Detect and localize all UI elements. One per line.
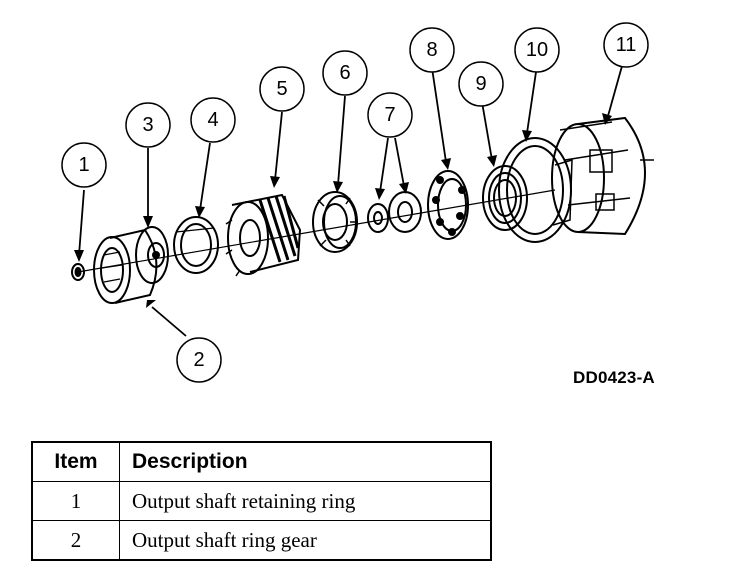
callout-circle-2	[176, 337, 222, 383]
leader-line-1	[78, 189, 85, 256]
part-7-bearings	[367, 191, 422, 233]
leader-line-4	[199, 142, 211, 211]
callout-circle-10	[514, 27, 560, 73]
callout-label-2: 2	[193, 349, 204, 371]
column-header-description: Description	[119, 441, 492, 482]
arrowhead-10	[522, 130, 532, 142]
part-6-sun-gear	[312, 191, 358, 253]
item-number-cell: 2	[31, 520, 120, 561]
part-8-roller-bearing	[427, 170, 469, 240]
callout-label-10: 10	[526, 39, 548, 61]
callout-circle-1	[61, 142, 107, 188]
leader-line-8	[431, 67, 447, 163]
callout-circle-4	[190, 97, 236, 143]
callout-label-11: 11	[616, 34, 637, 56]
callout-label-8: 8	[426, 39, 437, 61]
leader-line-11	[607, 65, 623, 117]
leader-line-5	[274, 111, 283, 181]
part-1-retaining-ring	[71, 263, 85, 281]
callout-circle-6	[322, 50, 368, 96]
callout-circle-5	[259, 66, 305, 112]
figure-code: DD0423-A	[573, 368, 655, 387]
table-header-row: Item Description	[31, 441, 492, 482]
column-header-item: Item	[31, 441, 120, 482]
leader-line-6	[337, 95, 346, 186]
callout-label-9: 9	[475, 73, 486, 95]
arrowhead-1	[74, 250, 84, 262]
item-number-cell: 1	[31, 481, 120, 521]
callout-label-3: 3	[142, 114, 153, 136]
callout-label-1: 1	[78, 154, 89, 176]
leader-line-7a	[379, 137, 389, 193]
arrowhead-7a	[375, 188, 385, 200]
callout-label-4: 4	[207, 109, 218, 131]
part-3-hub	[135, 226, 169, 284]
arrowhead-6	[333, 181, 343, 193]
table-row: 1 Output shaft retaining ring	[31, 481, 492, 521]
part-9-snap-ring	[482, 165, 528, 231]
arrowhead-8	[441, 158, 451, 170]
arrowhead-5	[270, 176, 280, 188]
callout-circle-8	[409, 27, 455, 73]
callout-label-6: 6	[339, 62, 350, 84]
part-4-thrust-ring	[173, 216, 219, 274]
part-2-ring-gear	[93, 228, 158, 304]
callout-circle-7	[367, 92, 413, 138]
description-cell: Output shaft retaining ring	[119, 481, 492, 521]
leader-line-9	[481, 101, 493, 161]
callout-label-7: 7	[384, 104, 395, 126]
callout-circle-9	[458, 61, 504, 107]
leader-line-2	[151, 306, 187, 337]
part-10-pressure-plate	[498, 137, 573, 243]
arrowhead-3	[143, 216, 153, 228]
arrowhead-4	[195, 206, 205, 218]
arrowhead-11	[602, 113, 612, 125]
arrowhead-7b	[399, 182, 409, 194]
callout-circle-3	[125, 102, 171, 148]
parts-table: Item Description 1 Output shaft retainin…	[31, 441, 492, 561]
part-11-housing	[551, 116, 654, 236]
leader-line-10	[526, 71, 537, 134]
callout-circle-11	[603, 22, 649, 68]
arrowhead-2	[146, 300, 156, 308]
arrowhead-9	[487, 155, 497, 167]
part-5-planet-carrier	[225, 193, 302, 277]
description-cell: Output shaft ring gear	[119, 520, 492, 561]
callout-label-5: 5	[276, 78, 287, 100]
table-row: 2 Output shaft ring gear	[31, 520, 492, 561]
leader-line-7b	[394, 137, 405, 187]
exploded-parts-diagram: 1 2 3 4 5 6 7 8 9 10 11	[61, 22, 654, 383]
